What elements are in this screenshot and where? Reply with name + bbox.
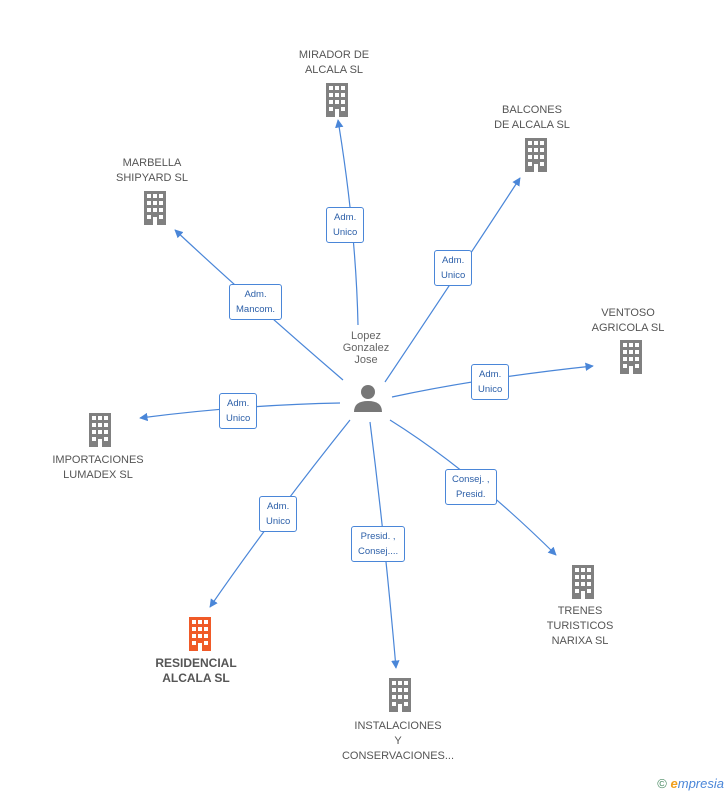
company-label-line: INSTALACIONES — [354, 720, 442, 732]
building-icon[interactable] — [525, 138, 547, 172]
company-label-line: TRENES — [557, 605, 603, 617]
brand-logo-text: mpresia — [677, 776, 724, 791]
company-label-line: DE ALCALA SL — [494, 119, 570, 131]
role-badge-line: Presid. , — [360, 531, 396, 542]
building-icon[interactable] — [89, 413, 111, 447]
center-person-name[interactable]: Lopez Gonzalez Jose — [330, 330, 402, 366]
company-label-line: RESIDENCIAL — [155, 656, 237, 670]
person-name-line: Jose — [354, 354, 378, 366]
role-badge-importaciones[interactable]: Adm. Unico — [219, 393, 258, 429]
copyright-icon: © — [657, 776, 667, 791]
person-name-line: Gonzalez — [342, 342, 390, 354]
company-label-line: SHIPYARD SL — [116, 172, 188, 184]
role-badge-mirador[interactable]: Adm. Unico — [326, 207, 365, 243]
role-badge-line: Adm. — [244, 289, 267, 300]
company-label-balcones[interactable]: BALCONES DE ALCALA SL — [477, 103, 587, 133]
role-badge-line: Presid. — [455, 489, 486, 500]
company-label-line: NARIXA SL — [551, 635, 609, 647]
company-label-mirador[interactable]: MIRADOR DE ALCALA SL — [279, 48, 389, 78]
role-badge-instalaciones[interactable]: Presid. , Consej.... — [351, 526, 406, 562]
company-label-line: VENTOSO — [601, 307, 655, 319]
brand-logo-e: e — [670, 776, 678, 791]
role-badge-line: Unico — [333, 227, 358, 238]
person-icon — [354, 385, 382, 412]
role-badge-line: Adm. — [334, 212, 357, 223]
role-badge-line: Adm. — [267, 501, 290, 512]
company-label-line: CONSERVACIONES... — [341, 750, 455, 762]
role-badge-line: Unico — [441, 270, 466, 281]
company-label-line: TURISTICOS — [546, 620, 614, 632]
company-label-importaciones[interactable]: IMPORTACIONES LUMADEX SL — [38, 453, 158, 483]
company-label-marbella[interactable]: MARBELLA SHIPYARD SL — [97, 156, 207, 186]
building-icon[interactable] — [144, 191, 166, 225]
company-label-line: AGRICOLA SL — [591, 322, 665, 334]
role-badge-line: Unico — [266, 516, 291, 527]
role-badge-line: Consej.... — [358, 546, 399, 557]
building-icon[interactable] — [189, 617, 211, 651]
company-label-line: Y — [394, 735, 402, 747]
role-badge-line: Mancom. — [236, 304, 276, 315]
role-badge-trenes[interactable]: Consej. , Presid. — [445, 469, 497, 505]
company-label-line: ALCALA SL — [304, 64, 364, 76]
building-icon[interactable] — [389, 678, 411, 712]
role-badge-ventoso[interactable]: Adm. Unico — [471, 364, 510, 400]
role-badge-line: Adm. — [442, 255, 465, 266]
role-badge-line: Consej. , — [452, 474, 490, 485]
company-label-line: LUMADEX SL — [63, 469, 133, 481]
company-label-line: BALCONES — [502, 104, 562, 116]
company-label-line: IMPORTACIONES — [52, 454, 144, 466]
company-label-trenes[interactable]: TRENES TURISTICOS NARIXA SL — [525, 604, 635, 649]
building-icon[interactable] — [572, 565, 594, 599]
role-badge-line: Adm. — [227, 398, 250, 409]
brand-footer: © empresia — [657, 776, 724, 791]
role-badge-line: Unico — [226, 413, 251, 424]
role-badge-marbella[interactable]: Adm. Mancom. — [229, 284, 283, 320]
building-icon[interactable] — [326, 83, 348, 117]
company-label-line: MIRADOR DE — [298, 49, 370, 61]
role-badge-residencial[interactable]: Adm. Unico — [259, 496, 298, 532]
role-badge-line: Unico — [478, 384, 503, 395]
company-label-instalaciones[interactable]: INSTALACIONES Y CONSERVACIONES... — [338, 719, 458, 764]
building-icon[interactable] — [620, 340, 642, 374]
role-badge-line: Adm. — [479, 369, 502, 380]
role-badge-balcones[interactable]: Adm. Unico — [434, 250, 473, 286]
company-label-line: ALCALA SL — [162, 671, 230, 685]
company-label-line: MARBELLA — [122, 157, 182, 169]
company-label-ventoso[interactable]: VENTOSO AGRICOLA SL — [573, 306, 683, 336]
person-name-line: Lopez — [351, 330, 381, 342]
